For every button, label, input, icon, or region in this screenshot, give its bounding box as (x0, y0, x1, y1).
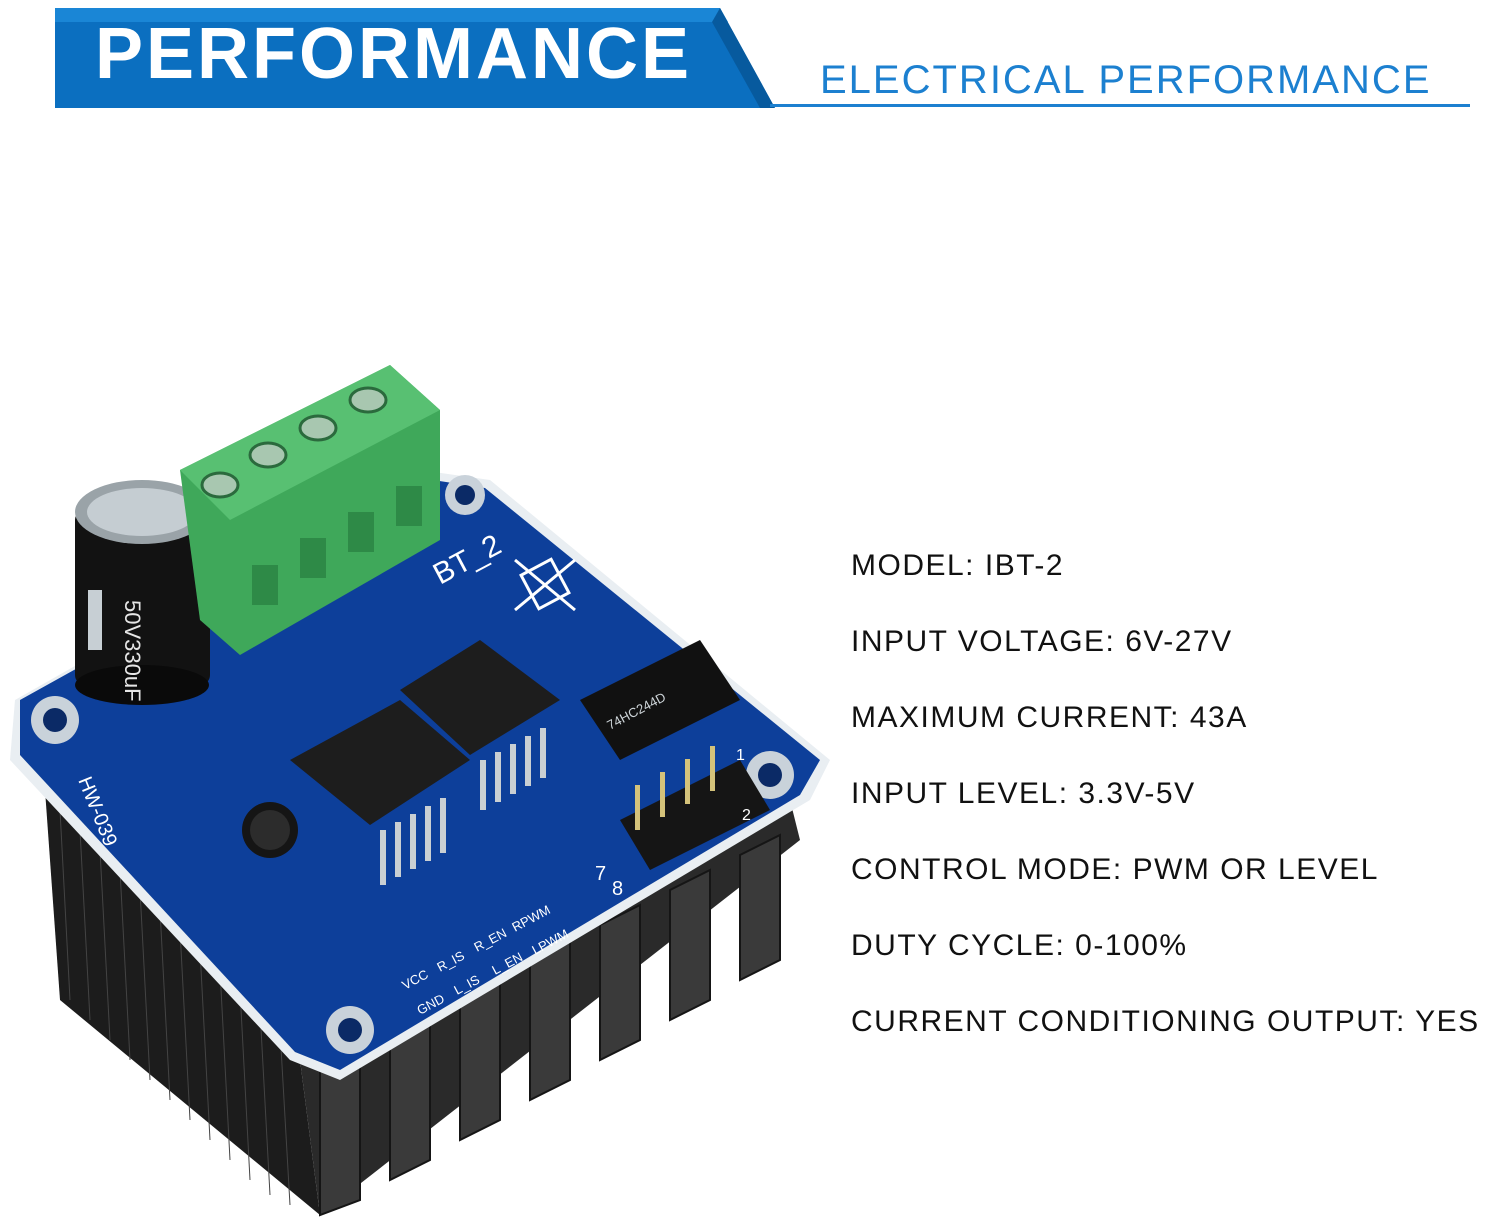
heatsink (45, 790, 800, 1217)
power-chips: 74HC244D (290, 640, 740, 885)
spec-maximum-current: MAXIMUM CURRENT: 43A (851, 701, 1248, 734)
page-title: PERFORMANCE (95, 14, 693, 94)
svg-text:7: 7 (595, 863, 606, 885)
motor-driver-board-illustration: BT_2 HW-039 50V330uF (10, 365, 830, 1217)
product-image: BT_2 HW-039 50V330uF (0, 350, 840, 1220)
spec-current-output: CURRENT CONDITIONING OUTPUT: YES (851, 1005, 1480, 1038)
spec-control-mode: CONTROL MODE: PWM OR LEVEL (851, 853, 1379, 886)
svg-text:8: 8 (612, 878, 623, 900)
spec-input-level: INPUT LEVEL: 3.3V-5V (851, 777, 1196, 810)
capacitor-label: 50V330uF (120, 600, 145, 702)
svg-text:1: 1 (736, 747, 745, 764)
recycle-bin-mark (514, 557, 576, 612)
section-subtitle: ELECTRICAL PERFORMANCE (820, 58, 1432, 102)
spec-input-voltage: INPUT VOLTAGE: 6V-27V (851, 625, 1233, 658)
capacitor: 50V330uF (75, 480, 210, 705)
screw-terminal (180, 365, 440, 655)
spec-model: MODEL: IBT-2 (851, 549, 1065, 582)
banner-shape (55, 8, 775, 108)
header-banner: PERFORMANCE ELECTRICAL PERFORMANCE (0, 0, 1500, 120)
svg-text:2: 2 (742, 807, 751, 824)
pin-header (620, 746, 770, 870)
spec-duty-cycle: DUTY CYCLE: 0-100% (851, 929, 1188, 962)
subtitle-underline (770, 104, 1470, 107)
